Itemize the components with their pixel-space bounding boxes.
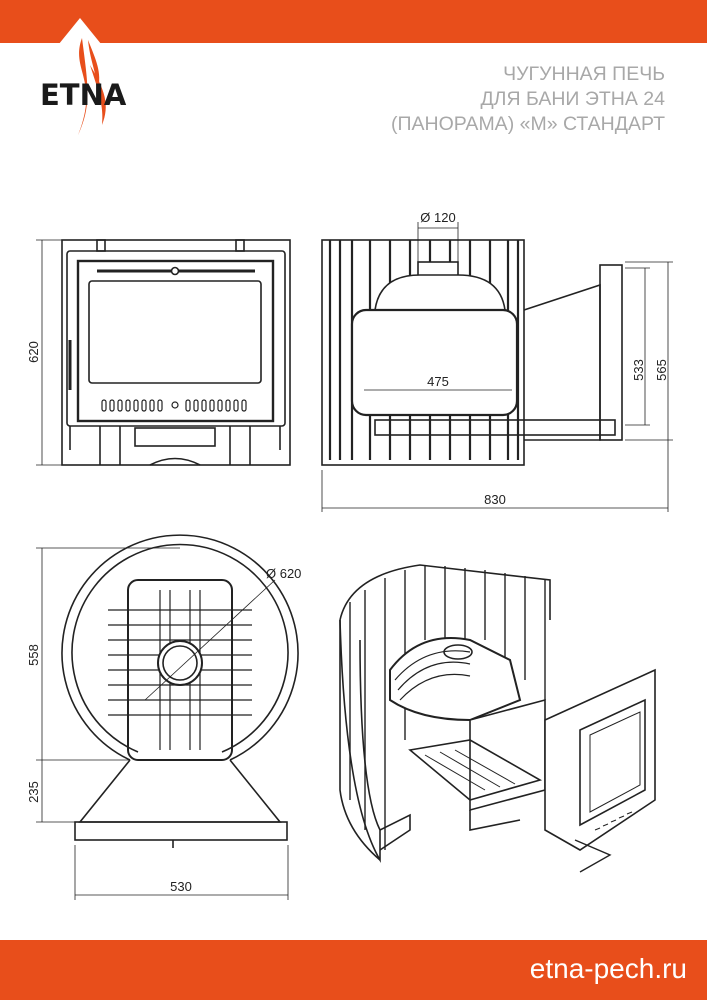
title-line: ЧУГУННАЯ ПЕЧЬ [503, 63, 665, 85]
dim-front-height: 620 [26, 341, 41, 363]
front-view [61, 239, 291, 466]
dim-top-depth: 558 [26, 644, 41, 666]
product-title: ЧУГУННАЯ ПЕЧЬ ДЛЯ БАНИ ЭТНА 24 (ПАНОРАМА… [391, 62, 665, 137]
title-line: (ПАНОРАМА) «М» СТАНДАРТ [390, 113, 665, 135]
dim-total-length: 830 [484, 492, 506, 507]
logo-text: ETNA [40, 78, 127, 112]
dim-tunnel-width: 530 [170, 879, 192, 894]
dim-top-diameter: Ø 620 [266, 566, 301, 581]
flame-logo-icon [50, 18, 110, 135]
dim-side-height-inner: 533 [631, 359, 646, 381]
dim-tunnel-length: 235 [26, 781, 41, 803]
side-view [321, 239, 623, 466]
footer-band [0, 940, 707, 1000]
isometric-view [339, 564, 656, 873]
dim-chimney-diameter: Ø 120 [420, 210, 455, 225]
dim-side-height-outer: 565 [654, 359, 669, 381]
dim-firebox-length: 475 [427, 374, 449, 389]
website-link[interactable]: etna-pech.ru [529, 953, 687, 984]
title-line: ДЛЯ БАНИ ЭТНА 24 [480, 88, 665, 110]
top-view [61, 534, 299, 848]
header-band [0, 0, 707, 43]
